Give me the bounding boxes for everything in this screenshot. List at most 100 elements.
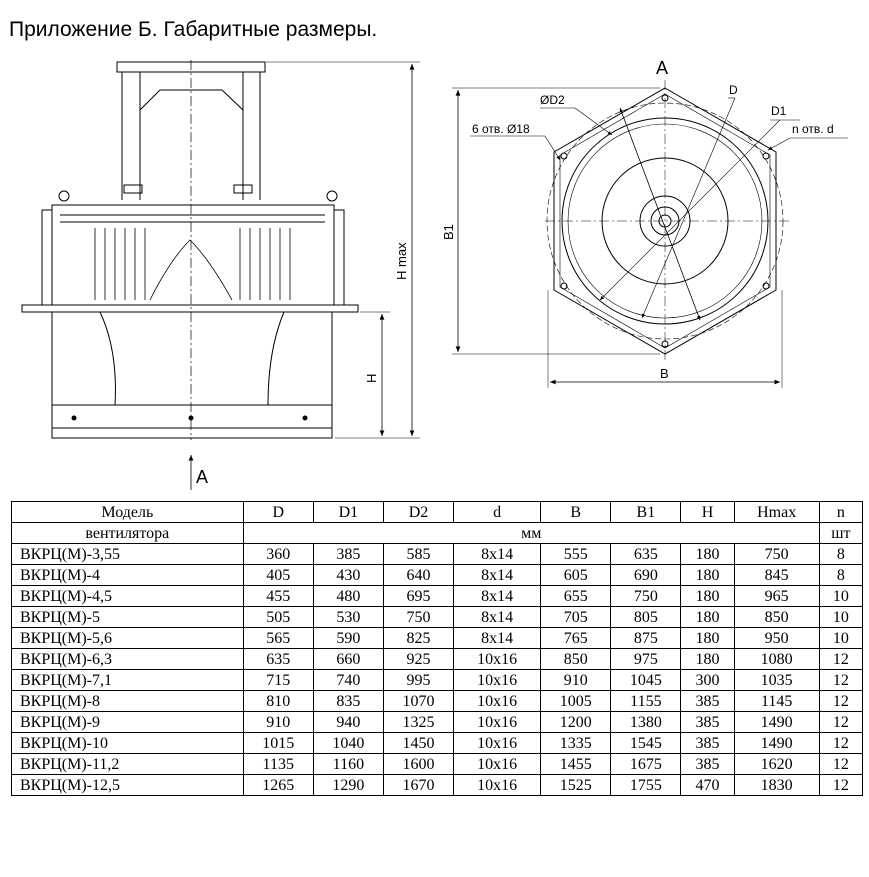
cell-model: ВКРЦ(М)-6,3 bbox=[11, 648, 244, 670]
cell-d1: 740 bbox=[312, 669, 384, 691]
cell-d1: 430 bbox=[312, 564, 384, 586]
label-holes-n: n отв. d bbox=[792, 122, 834, 136]
technical-drawing: H max H A bbox=[21, 58, 848, 490]
cell-d2: 1670 bbox=[382, 774, 455, 796]
label-d1: D1 bbox=[771, 104, 787, 118]
cell-n: 8 bbox=[818, 564, 864, 586]
cell-d: 1265 bbox=[242, 774, 314, 796]
cell-b: 555 bbox=[540, 543, 612, 565]
cell-d: 1015 bbox=[242, 732, 314, 754]
cell-b1: 875 bbox=[610, 627, 682, 649]
unit-mm: мм bbox=[242, 522, 820, 544]
cell-b: 705 bbox=[540, 606, 612, 628]
cell-h: 300 bbox=[680, 669, 735, 691]
cell-n: 10 bbox=[818, 627, 864, 649]
cell-d1: 835 bbox=[312, 690, 384, 712]
cell-d2: 1070 bbox=[382, 690, 455, 712]
cell-h: 385 bbox=[680, 753, 735, 775]
cell-d2: 925 bbox=[382, 648, 455, 670]
cell-d: 8x14 bbox=[453, 606, 542, 628]
cell-h: 385 bbox=[680, 711, 735, 733]
cell-d: 635 bbox=[242, 648, 314, 670]
label-view-a-top: A bbox=[656, 58, 668, 78]
cell-b: 655 bbox=[540, 585, 612, 607]
header-col-d: D bbox=[242, 501, 314, 523]
cell-d2: 825 bbox=[382, 627, 455, 649]
unit-pcs: шт bbox=[818, 522, 864, 544]
header-col-n: n bbox=[818, 501, 864, 523]
cell-d1: 480 bbox=[312, 585, 384, 607]
cell-d: 715 bbox=[242, 669, 314, 691]
cell-b1: 750 bbox=[610, 585, 682, 607]
cell-h: 385 bbox=[680, 732, 735, 754]
cell-hmax: 1620 bbox=[733, 753, 820, 775]
header-model-line2: вентилятора bbox=[11, 522, 244, 544]
cell-h: 180 bbox=[680, 606, 735, 628]
cell-n: 12 bbox=[818, 711, 864, 733]
header-col-d2: D2 bbox=[382, 501, 455, 523]
cell-hmax: 1035 bbox=[733, 669, 820, 691]
table-unit-row: вентилятора мм шт bbox=[11, 522, 864, 544]
cell-d: 10x16 bbox=[453, 774, 542, 796]
cell-hmax: 1490 bbox=[733, 732, 820, 754]
label-holes-small: 6 отв. Ø18 bbox=[472, 122, 530, 136]
header-col-dd: d bbox=[453, 501, 542, 523]
label-d: D bbox=[729, 83, 738, 97]
cell-d: 8x14 bbox=[453, 585, 542, 607]
cell-model: ВКРЦ(М)-4 bbox=[11, 564, 244, 586]
label-b1: B1 bbox=[441, 224, 456, 240]
cell-b: 850 bbox=[540, 648, 612, 670]
cell-hmax: 1145 bbox=[733, 690, 820, 712]
cell-n: 12 bbox=[818, 648, 864, 670]
cell-b: 1525 bbox=[540, 774, 612, 796]
label-h: H bbox=[364, 374, 379, 383]
cell-d1: 1290 bbox=[312, 774, 384, 796]
cell-hmax: 965 bbox=[733, 585, 820, 607]
cell-b1: 1545 bbox=[610, 732, 682, 754]
cell-n: 8 bbox=[818, 543, 864, 565]
cell-d2: 995 bbox=[382, 669, 455, 691]
cell-d: 565 bbox=[242, 627, 314, 649]
page-title: Приложение Б. Габаритные размеры. bbox=[9, 18, 378, 41]
cell-b1: 1380 bbox=[610, 711, 682, 733]
cell-d: 8x14 bbox=[453, 543, 542, 565]
header-col-d1: D1 bbox=[312, 501, 384, 523]
cell-d: 405 bbox=[242, 564, 314, 586]
cell-h: 180 bbox=[680, 627, 735, 649]
header-col-hmax: Hmax bbox=[733, 501, 820, 523]
cell-model: ВКРЦ(М)-5,6 bbox=[11, 627, 244, 649]
cell-model: ВКРЦ(М)-12,5 bbox=[11, 774, 244, 796]
cell-model: ВКРЦ(М)-5 bbox=[11, 606, 244, 628]
cell-d2: 750 bbox=[382, 606, 455, 628]
cell-b1: 975 bbox=[610, 648, 682, 670]
cell-model: ВКРЦ(М)-11,2 bbox=[11, 753, 244, 775]
cell-d: 910 bbox=[242, 711, 314, 733]
cell-hmax: 1080 bbox=[733, 648, 820, 670]
label-view-a-side: A bbox=[196, 467, 208, 487]
cell-h: 180 bbox=[680, 564, 735, 586]
cell-d: 8x14 bbox=[453, 627, 542, 649]
cell-hmax: 1490 bbox=[733, 711, 820, 733]
cell-d: 10x16 bbox=[453, 753, 542, 775]
cell-b: 1200 bbox=[540, 711, 612, 733]
cell-hmax: 1830 bbox=[733, 774, 820, 796]
label-b: B bbox=[660, 366, 669, 381]
cell-b: 1335 bbox=[540, 732, 612, 754]
cell-d1: 590 bbox=[312, 627, 384, 649]
cell-model: ВКРЦ(М)-8 bbox=[11, 690, 244, 712]
cell-model: ВКРЦ(М)-4,5 bbox=[11, 585, 244, 607]
cell-d: 1135 bbox=[242, 753, 314, 775]
header-col-b1: B1 bbox=[610, 501, 682, 523]
cell-model: ВКРЦ(М)-10 bbox=[11, 732, 244, 754]
cell-d1: 1040 bbox=[312, 732, 384, 754]
cell-d2: 640 bbox=[382, 564, 455, 586]
cell-d: 10x16 bbox=[453, 648, 542, 670]
cell-b: 910 bbox=[540, 669, 612, 691]
cell-d1: 660 bbox=[312, 648, 384, 670]
